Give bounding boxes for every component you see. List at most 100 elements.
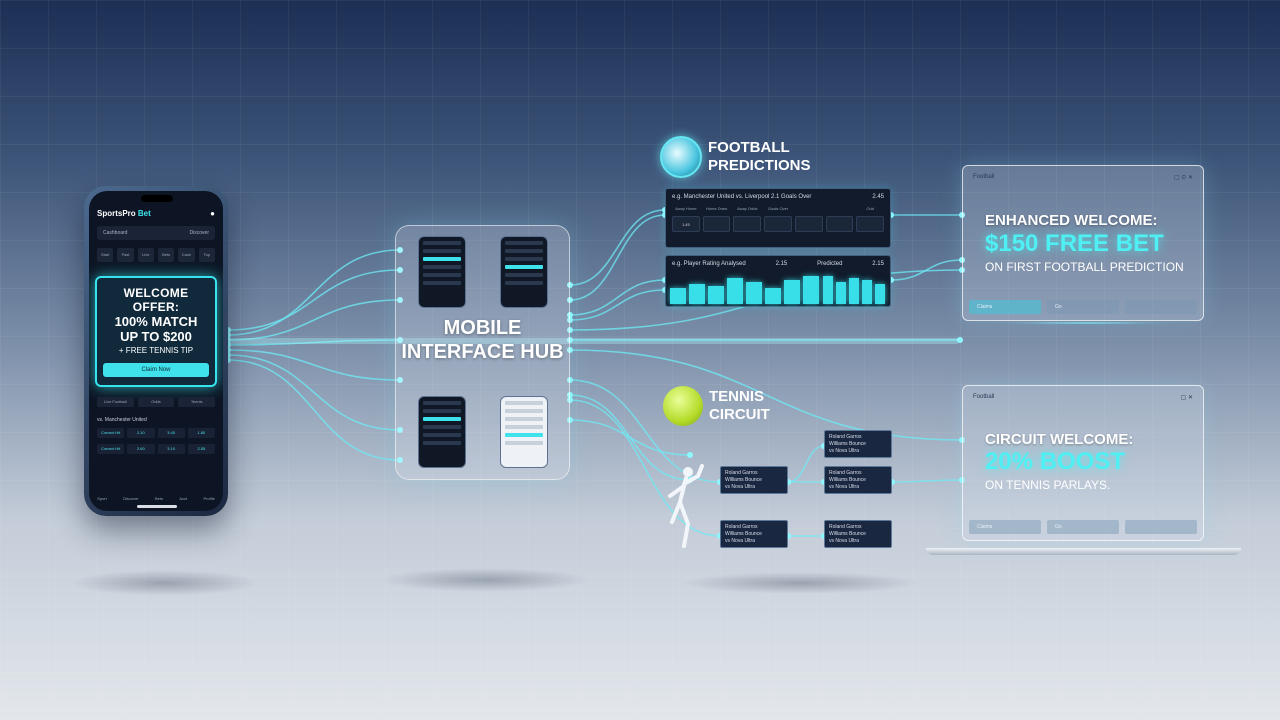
connection-node bbox=[397, 377, 403, 383]
more-button[interactable] bbox=[1125, 520, 1197, 534]
sport-icon[interactable]: Top bbox=[198, 248, 215, 262]
odds-cell[interactable]: 1.80 bbox=[187, 428, 215, 438]
profile-icon[interactable]: ● bbox=[210, 209, 215, 218]
connection-curve bbox=[569, 279, 666, 316]
tab-cashboard[interactable]: Cashboard bbox=[103, 230, 128, 236]
odds-cell[interactable]: 2.60 bbox=[127, 444, 155, 454]
match-event: Roland Garros bbox=[725, 524, 758, 530]
connection-node bbox=[567, 312, 573, 318]
connection-curve bbox=[569, 209, 666, 286]
table-title: e.g. Manchester United vs. Liverpool 2.1… bbox=[672, 194, 812, 200]
bracket-match-box[interactable]: Roland Garros Williams Bounce vs Nova Ul… bbox=[720, 520, 788, 548]
connection-node bbox=[567, 397, 573, 403]
welcome-offer-banner: WELCOME OFFER: 100% MATCH UP TO $200 + F… bbox=[95, 276, 217, 387]
odds-cell[interactable] bbox=[764, 216, 792, 232]
connection-curve bbox=[787, 445, 825, 483]
odds-cell[interactable]: 1.45 bbox=[672, 216, 700, 232]
card-buttons: Claims Go bbox=[969, 520, 1197, 534]
sport-icon[interactable]: Start bbox=[97, 248, 114, 262]
odds-cell[interactable] bbox=[856, 216, 885, 232]
claim-now-button[interactable]: Claim Now bbox=[103, 363, 209, 377]
card-header: Football bbox=[973, 174, 995, 180]
sport-icon[interactable]: Cash bbox=[178, 248, 195, 262]
claims-button[interactable]: Claims bbox=[969, 520, 1041, 534]
tennis-player-icon bbox=[668, 464, 704, 548]
bar bbox=[803, 276, 819, 304]
odds-cell[interactable]: Correct Hit bbox=[97, 428, 125, 438]
go-button[interactable]: Go bbox=[1047, 520, 1119, 534]
more-button[interactable] bbox=[1125, 300, 1197, 314]
chip[interactable]: Live Football bbox=[97, 397, 134, 407]
table-columns: Away Home Home Draw Away Odds Goals Over… bbox=[666, 205, 890, 212]
nav-item[interactable]: Acct bbox=[179, 496, 188, 501]
window-controls-icon[interactable]: ▢ ✕ bbox=[1180, 395, 1193, 401]
tennis-promo-card: Football ▢ ✕ CIRCUIT WELCOME: 20% BOOST … bbox=[962, 385, 1204, 541]
hub-screen-thumbnail[interactable] bbox=[500, 396, 548, 468]
claims-button[interactable]: Claims bbox=[969, 300, 1041, 314]
window-controls-icon[interactable]: ▢ ⊙ ✕ bbox=[1173, 175, 1193, 181]
odds-cell[interactable]: 3.10 bbox=[157, 444, 185, 454]
connection-node bbox=[567, 327, 573, 333]
connection-curve bbox=[227, 349, 401, 381]
phone-screen: SportsPro Bet ● Cashboard Discover Start… bbox=[89, 191, 223, 511]
match-player: Williams Bounce bbox=[725, 531, 762, 537]
promo-line-1: CIRCUIT WELCOME: bbox=[985, 431, 1134, 448]
football-odds-table: e.g. Manchester United vs. Liverpool 2.1… bbox=[665, 188, 891, 248]
bar bbox=[862, 280, 872, 304]
odds-cell[interactable] bbox=[733, 216, 762, 232]
football-icon bbox=[660, 136, 702, 178]
bar bbox=[727, 278, 743, 304]
bar bbox=[765, 288, 781, 304]
sport-icon[interactable]: Bets bbox=[157, 248, 175, 262]
nav-item[interactable]: Bets bbox=[154, 496, 163, 501]
bracket-match-box[interactable]: Roland Garros Williams Bounce vs Nova Ul… bbox=[824, 466, 892, 494]
odds-cell[interactable] bbox=[794, 216, 823, 232]
central-light-beam bbox=[228, 338, 958, 344]
connection-node bbox=[397, 427, 403, 433]
bottom-nav: Sport Discover Bets Acct Profile bbox=[89, 496, 223, 501]
tennis-label-line-1: TENNIS bbox=[709, 388, 765, 405]
bracket-match-box[interactable]: Roland Garros Williams Bounce vs Nova Ul… bbox=[824, 520, 892, 548]
connection-node bbox=[567, 282, 573, 288]
phone-device: SportsPro Bet ● Cashboard Discover Start… bbox=[84, 186, 228, 516]
phone-chips: Live Football Odds Tennis bbox=[89, 393, 223, 411]
go-button[interactable]: Go bbox=[1047, 300, 1119, 314]
left-bar-group bbox=[670, 272, 819, 304]
nav-item[interactable]: Profile bbox=[203, 496, 215, 501]
match-event: Roland Garros bbox=[829, 470, 862, 476]
tab-discover[interactable]: Discover bbox=[189, 230, 209, 236]
odds-cell[interactable] bbox=[702, 216, 731, 232]
chip[interactable]: Odds bbox=[137, 397, 175, 407]
column-header: Home Draw bbox=[706, 206, 728, 211]
nav-item[interactable]: Discover bbox=[123, 496, 139, 501]
card-buttons: Claims Go bbox=[969, 300, 1197, 314]
football-label-line-2: PREDICTIONS bbox=[708, 157, 811, 174]
odds-cell[interactable]: 2.10 bbox=[127, 428, 155, 438]
card-glow bbox=[1000, 322, 1170, 324]
mobile-interface-hub: MOBILE INTERFACE HUB bbox=[395, 225, 570, 480]
odds-cell[interactable]: 3.45 bbox=[157, 428, 185, 438]
brand-suffix: Bet bbox=[137, 209, 151, 218]
bracket-match-box[interactable]: Roland Garros Williams Bounce vs Nova Ul… bbox=[824, 430, 892, 458]
sport-icon[interactable]: Live bbox=[137, 248, 154, 262]
odds-cell[interactable] bbox=[825, 216, 854, 232]
connection-node bbox=[567, 297, 573, 303]
hub-screen-thumbnail[interactable] bbox=[418, 236, 466, 308]
bracket-match-box[interactable]: Roland Garros Williams Bounce vs Nova Ul… bbox=[720, 466, 788, 494]
sport-icon[interactable]: Fast bbox=[117, 248, 134, 262]
offer-line-3: UP TO $200 bbox=[120, 329, 192, 344]
promo-line-1: ENHANCED WELCOME: bbox=[985, 212, 1158, 229]
connection-node bbox=[397, 337, 403, 343]
promo-line-3: ON FIRST FOOTBALL PREDICTION bbox=[985, 260, 1184, 274]
connection-curve bbox=[569, 394, 691, 481]
hub-screen-thumbnail[interactable] bbox=[418, 396, 466, 468]
chip[interactable]: Tennis bbox=[178, 397, 216, 407]
odds-cell[interactable]: 2.55 bbox=[187, 444, 215, 454]
tennis-label-line-2: CIRCUIT bbox=[709, 406, 770, 423]
hub-screen-thumbnail[interactable] bbox=[500, 236, 548, 308]
nav-item[interactable]: Sport bbox=[97, 496, 107, 501]
match-player: Williams Bounce bbox=[829, 531, 866, 537]
odds-cell[interactable]: Correct Hit bbox=[97, 444, 125, 454]
football-predictions-label: FOOTBALL PREDICTIONS bbox=[660, 136, 811, 178]
